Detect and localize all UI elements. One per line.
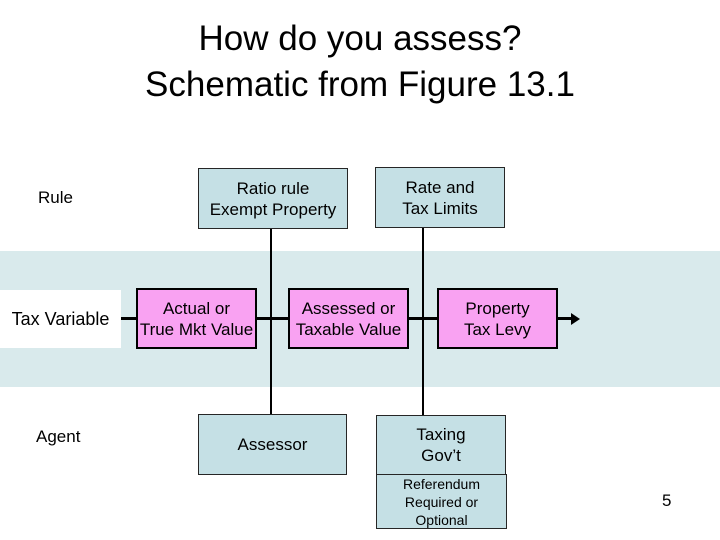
box-assessor-line1: Assessor: [237, 435, 308, 454]
box-levy-line1: Property: [465, 298, 530, 318]
row-label-agent: Agent: [36, 427, 81, 446]
box-referendum-line2: Required or Optional: [404, 493, 479, 528]
box-property-tax-levy: Property Tax Levy: [437, 288, 558, 349]
connector-assessed-to-levy: [409, 317, 437, 320]
slide-title-line1: How do you assess?: [198, 19, 522, 58]
row-label-rule: Rule: [38, 188, 73, 207]
box-assessor: Assessor: [198, 414, 347, 475]
box-actual-line2: True Mkt Value: [139, 319, 254, 339]
box-taxing-line2: Gov’t: [421, 446, 461, 465]
box-assessed-line2: Taxable Value: [295, 319, 402, 339]
box-assessed-or-taxable-value: Assessed or Taxable Value: [288, 288, 409, 349]
box-referendum-line1: Referendum: [402, 475, 481, 492]
box-taxing-govt: Taxing Gov’t: [376, 415, 506, 475]
box-ratio-rule-line1: Ratio rule: [236, 178, 310, 198]
connector-label-to-actual: [121, 317, 136, 320]
arrow-right-icon: [571, 312, 580, 325]
box-actual-or-true-mkt-value: Actual or True Mkt Value: [136, 288, 257, 349]
row-label-tax-variable: Tax Variable: [0, 290, 121, 348]
box-referendum: Referendum Required or Optional: [376, 474, 507, 529]
box-rate-and-tax-limits: Rate and Tax Limits: [375, 167, 505, 228]
connector-actual-to-assessed: [257, 317, 288, 320]
slide-title: How do you assess? Schematic from Figure…: [0, 16, 720, 108]
box-levy-line2: Tax Levy: [463, 319, 532, 339]
box-assessed-line1: Assessed or: [301, 298, 396, 318]
box-ratio-rule-line2: Exempt Property: [209, 199, 337, 219]
box-ratio-rule: Ratio rule Exempt Property: [198, 168, 348, 229]
box-actual-line1: Actual or: [162, 298, 231, 318]
connector-ratio-to-assessor: [270, 228, 272, 414]
box-rate-line2: Tax Limits: [402, 198, 478, 218]
connector-rate-to-taxing-govt: [422, 228, 424, 415]
box-rate-line1: Rate and: [405, 177, 475, 197]
box-taxing-line1: Taxing: [416, 425, 466, 444]
page-number: 5: [662, 491, 672, 510]
connector-levy-output: [557, 317, 572, 320]
slide-title-line2: Schematic from Figure 13.1: [145, 65, 575, 104]
row-label-tax-variable-text: Tax Variable: [11, 308, 110, 329]
